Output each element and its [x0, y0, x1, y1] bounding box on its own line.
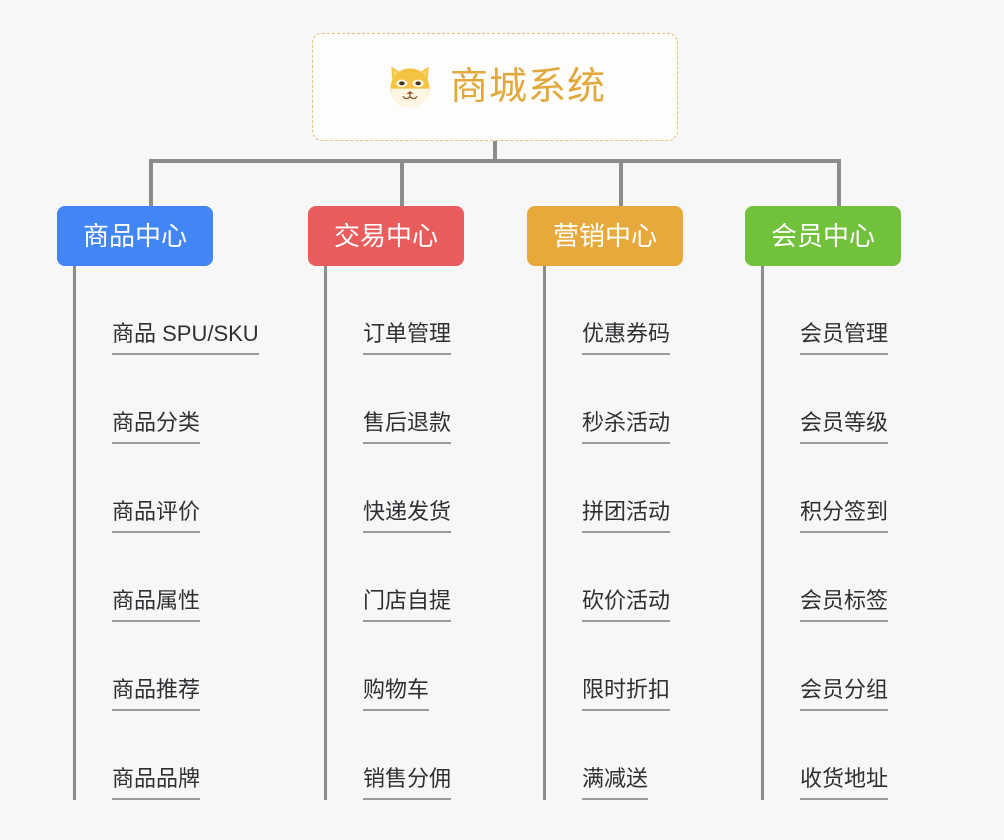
- category-header-product[interactable]: 商品中心: [57, 206, 214, 266]
- list-item[interactable]: 快递发货: [327, 444, 520, 533]
- leaf-list-trade: 订单管理 售后退款 快递发货 门店自提 购物车 销售分佣: [324, 266, 520, 800]
- leaf-label: 商品分类: [112, 410, 201, 444]
- leaf-label: 门店自提: [363, 588, 452, 622]
- leaf-label: 收货地址: [800, 766, 889, 800]
- connector-branch-1: [149, 159, 153, 207]
- leaf-label: 商品推荐: [112, 677, 201, 711]
- list-item[interactable]: 售后退款: [327, 355, 520, 444]
- connector-branch-4: [837, 159, 841, 207]
- root-node[interactable]: 商城系统: [312, 33, 678, 141]
- leaf-label: 优惠券码: [582, 321, 671, 355]
- leaf-label: 商品属性: [112, 588, 201, 622]
- shiba-inu-dog-face-icon: [384, 61, 436, 113]
- leaf-label: 会员管理: [800, 321, 889, 355]
- leaf-label: 商品 SPU/SKU: [112, 321, 259, 355]
- category-column-trade: 交易中心 订单管理 售后退款 快递发货 门店自提 购物车 销售分佣: [308, 206, 520, 800]
- connector-branch-3: [619, 159, 623, 207]
- leaf-label: 销售分佣: [363, 766, 452, 800]
- leaf-label: 商品品牌: [112, 766, 201, 800]
- list-item[interactable]: 秒杀活动: [546, 355, 739, 444]
- list-item[interactable]: 满减送: [546, 711, 739, 800]
- leaf-label: 会员分组: [800, 677, 889, 711]
- leaf-label: 订单管理: [363, 321, 452, 355]
- leaf-list-member: 会员管理 会员等级 积分签到 会员标签 会员分组 收货地址: [761, 266, 957, 800]
- leaf-label: 积分签到: [800, 499, 889, 533]
- category-column-marketing: 营销中心 优惠券码 秒杀活动 拼团活动 砍价活动 限时折扣 满减送: [527, 206, 739, 800]
- list-item[interactable]: 销售分佣: [327, 711, 520, 800]
- leaf-list-marketing: 优惠券码 秒杀活动 拼团活动 砍价活动 限时折扣 满减送: [543, 266, 739, 800]
- leaf-label: 购物车: [363, 677, 430, 711]
- list-item[interactable]: 购物车: [327, 622, 520, 711]
- list-item[interactable]: 限时折扣: [546, 622, 739, 711]
- list-item[interactable]: 商品 SPU/SKU: [76, 266, 287, 355]
- list-item[interactable]: 会员管理: [764, 266, 957, 355]
- list-item[interactable]: 砍价活动: [546, 533, 739, 622]
- list-item[interactable]: 拼团活动: [546, 444, 739, 533]
- leaf-label: 商品评价: [112, 499, 201, 533]
- list-item[interactable]: 商品评价: [76, 444, 287, 533]
- category-column-product: 商品中心 商品 SPU/SKU 商品分类 商品评价 商品属性 商品推荐 商品品牌: [57, 206, 287, 800]
- list-item[interactable]: 积分签到: [764, 444, 957, 533]
- leaf-list-product: 商品 SPU/SKU 商品分类 商品评价 商品属性 商品推荐 商品品牌: [73, 266, 287, 800]
- connector-horizontal-bus: [149, 159, 840, 163]
- list-item[interactable]: 门店自提: [327, 533, 520, 622]
- list-item[interactable]: 优惠券码: [546, 266, 739, 355]
- list-item[interactable]: 会员等级: [764, 355, 957, 444]
- list-item[interactable]: 商品属性: [76, 533, 287, 622]
- list-item[interactable]: 会员标签: [764, 533, 957, 622]
- leaf-label: 拼团活动: [582, 499, 671, 533]
- leaf-label: 秒杀活动: [582, 410, 671, 444]
- list-item[interactable]: 商品推荐: [76, 622, 287, 711]
- root-title: 商城系统: [449, 66, 606, 108]
- leaf-label: 砍价活动: [582, 588, 671, 622]
- category-header-member[interactable]: 会员中心: [745, 206, 902, 266]
- list-item[interactable]: 商品分类: [76, 355, 287, 444]
- list-item[interactable]: 订单管理: [327, 266, 520, 355]
- connector-root-stem: [493, 141, 497, 162]
- leaf-label: 会员标签: [800, 588, 889, 622]
- category-column-member: 会员中心 会员管理 会员等级 积分签到 会员标签 会员分组 收货地址: [745, 206, 957, 800]
- leaf-label: 会员等级: [800, 410, 889, 444]
- leaf-label: 满减送: [582, 766, 649, 800]
- leaf-label: 售后退款: [363, 410, 452, 444]
- list-item[interactable]: 收货地址: [764, 711, 957, 800]
- leaf-label: 限时折扣: [582, 677, 671, 711]
- list-item[interactable]: 商品品牌: [76, 711, 287, 800]
- connector-branch-2: [400, 159, 404, 207]
- list-item[interactable]: 会员分组: [764, 622, 957, 711]
- category-header-marketing[interactable]: 营销中心: [527, 206, 684, 266]
- leaf-label: 快递发货: [363, 499, 452, 533]
- category-header-trade[interactable]: 交易中心: [308, 206, 465, 266]
